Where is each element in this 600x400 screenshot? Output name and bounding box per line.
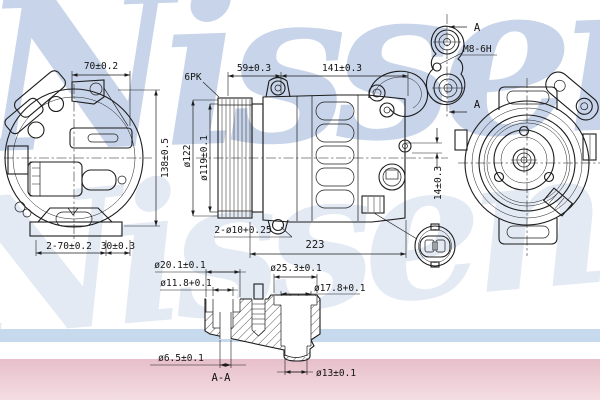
port-bore-dia-dim: ø11.8+0.1 bbox=[160, 278, 212, 289]
front-width-dim: 70±0.2 bbox=[84, 61, 118, 72]
suction-tube-dia-dim: ø13±0.1 bbox=[316, 368, 356, 379]
thread-spec-label: M8-6H bbox=[463, 44, 492, 55]
electrical-connector bbox=[361, 195, 385, 214]
front-view: 70±0.2 138±0.5 2-70±0.2 30±0.3 bbox=[4, 61, 171, 256]
section-name-label: A-A bbox=[212, 372, 232, 384]
suction-bore-dia-dim: ø17.8+0.1 bbox=[314, 283, 366, 294]
section-arrow-bottom-label: A bbox=[474, 99, 481, 111]
body-length-dim: 141±0.3 bbox=[322, 63, 362, 74]
port-offset-dim: 14±0.3 bbox=[433, 166, 444, 200]
section-view-a-a: ø20.1±0.1 ø11.8+0.1 ø25.3±0.1 ø17.8+0.1 … bbox=[150, 260, 366, 384]
total-length-dim: 223 bbox=[306, 239, 325, 251]
port-counterbore-dia-dim: ø20.1±0.1 bbox=[154, 260, 206, 271]
belt-type-label: 6PK bbox=[184, 72, 201, 83]
brand-band-pink bbox=[0, 359, 600, 400]
side-view: 6PK 59±0.3 141±0.3 ø122 ø119±0.1 2-ø10+0… bbox=[182, 63, 448, 258]
pulley-outer-dia-dim: ø122 bbox=[182, 145, 193, 168]
connector-detail bbox=[414, 223, 456, 268]
pulley-pitch-dia-dim: ø119±0.1 bbox=[199, 135, 210, 181]
rear-view bbox=[454, 71, 600, 256]
suction-counterbore-dia-dim: ø25.3±0.1 bbox=[270, 263, 322, 274]
mount-holes-dim: 2-ø10+0.25 bbox=[214, 225, 271, 236]
bolt-hole-dia-dim: ø6.5±0.1 bbox=[158, 353, 204, 364]
rear-body-outline bbox=[464, 100, 590, 226]
front-offset-dim: 30±0.3 bbox=[101, 241, 135, 252]
front-holes-span-dim: 2-70±0.2 bbox=[46, 241, 92, 252]
m8-thread-hole bbox=[432, 62, 442, 72]
hose-loop bbox=[368, 70, 429, 118]
pulley-depth-dim: 59±0.3 bbox=[237, 63, 271, 74]
compressor-body-outline bbox=[4, 88, 144, 228]
front-height-dim: 138±0.5 bbox=[160, 138, 171, 178]
lug-detail: M8-6H A A bbox=[425, 14, 497, 118]
clutch-hub bbox=[493, 129, 555, 191]
compressor-housing bbox=[262, 94, 406, 223]
section-arrow-top-label: A bbox=[474, 22, 481, 34]
